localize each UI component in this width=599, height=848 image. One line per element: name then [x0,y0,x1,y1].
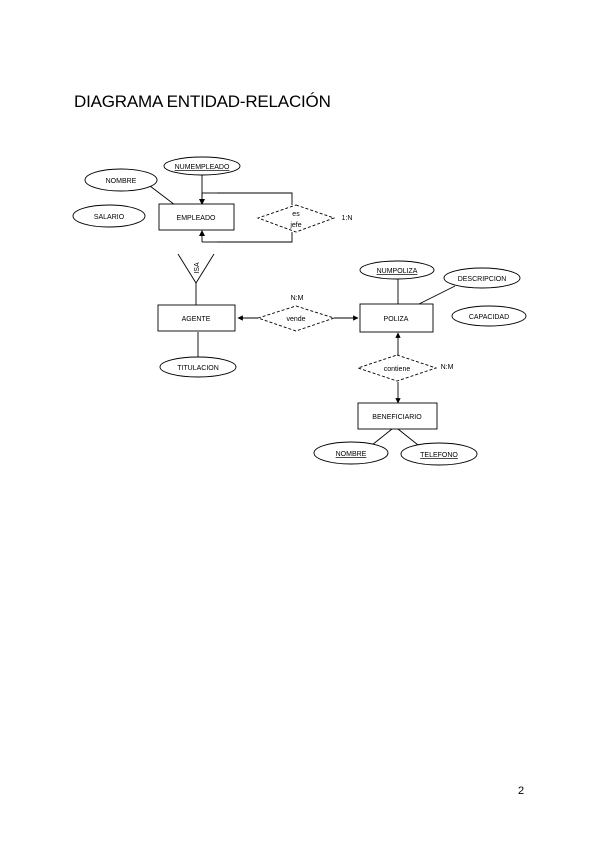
page-number: 2 [518,785,525,797]
attribute-descripcion-label: DESCRIPCION [458,276,507,283]
attribute-capacidad: CAPACIDAD [451,305,527,327]
relationship-es-jefe-label-line1: es [292,211,300,218]
relationship-vende-label: vende [286,316,305,323]
attribute-numpoliza-label: NUMPOLIZA [377,268,418,275]
page-title: DIAGRAMA ENTIDAD-RELACIÓN [74,92,331,111]
attribute-telefono-label: TELEFONO [420,452,458,459]
attribute-numempleado-label: NUMEMPLEADO [175,164,230,171]
entity-agente: AGENTE [157,304,236,332]
relationship-contiene-label: contiene [384,366,411,373]
cardinality-es-jefe: 1:N [342,215,353,222]
attribute-capacidad-label: CAPACIDAD [469,314,509,321]
cardinality-contiene: N:M [441,364,454,371]
attribute-nombre-empleado-label: NOMBRE [106,178,137,185]
attribute-nombre-empleado: NOMBRE [84,168,158,192]
cardinality-vende: N:M [291,295,304,302]
attribute-descripcion: DESCRIPCION [443,267,521,289]
entity-poliza-label: POLIZA [384,316,409,323]
attribute-titulacion-label: TITULACION [177,365,219,372]
attribute-nombre-beneficiario: NOMBRE [313,441,389,465]
relationship-contiene: contiene [356,354,438,382]
attribute-titulacion: TITULACION [159,356,237,378]
attribute-telefono: TELEFONO [400,442,478,466]
attribute-numempleado: NUMEMPLEADO [163,156,241,176]
arrowhead-down-icon [199,199,205,205]
entity-beneficiario: BENEFICIARIO [357,402,438,430]
relationship-es-jefe: es jefe [256,204,336,233]
attribute-salario-label: SALARIO [94,214,125,221]
entity-empleado-label: EMPLEADO [177,215,216,222]
attribute-nombre-beneficiario-label: NOMBRE [336,451,367,458]
connector-lines [149,173,456,446]
attribute-salario: SALARIO [72,204,146,228]
entity-beneficiario-label: BENEFICIARIO [372,414,422,421]
relationship-es-jefe-label-line2: jefe [289,222,301,229]
arrowhead-up-icon [199,230,205,236]
entity-agente-label: AGENTE [182,316,211,323]
entity-poliza: POLIZA [359,303,434,333]
attribute-numpoliza: NUMPOLIZA [359,260,435,280]
entity-empleado: EMPLEADO [158,203,235,231]
isa-label: ISA [194,262,201,274]
relationship-vende: vende [256,305,336,332]
